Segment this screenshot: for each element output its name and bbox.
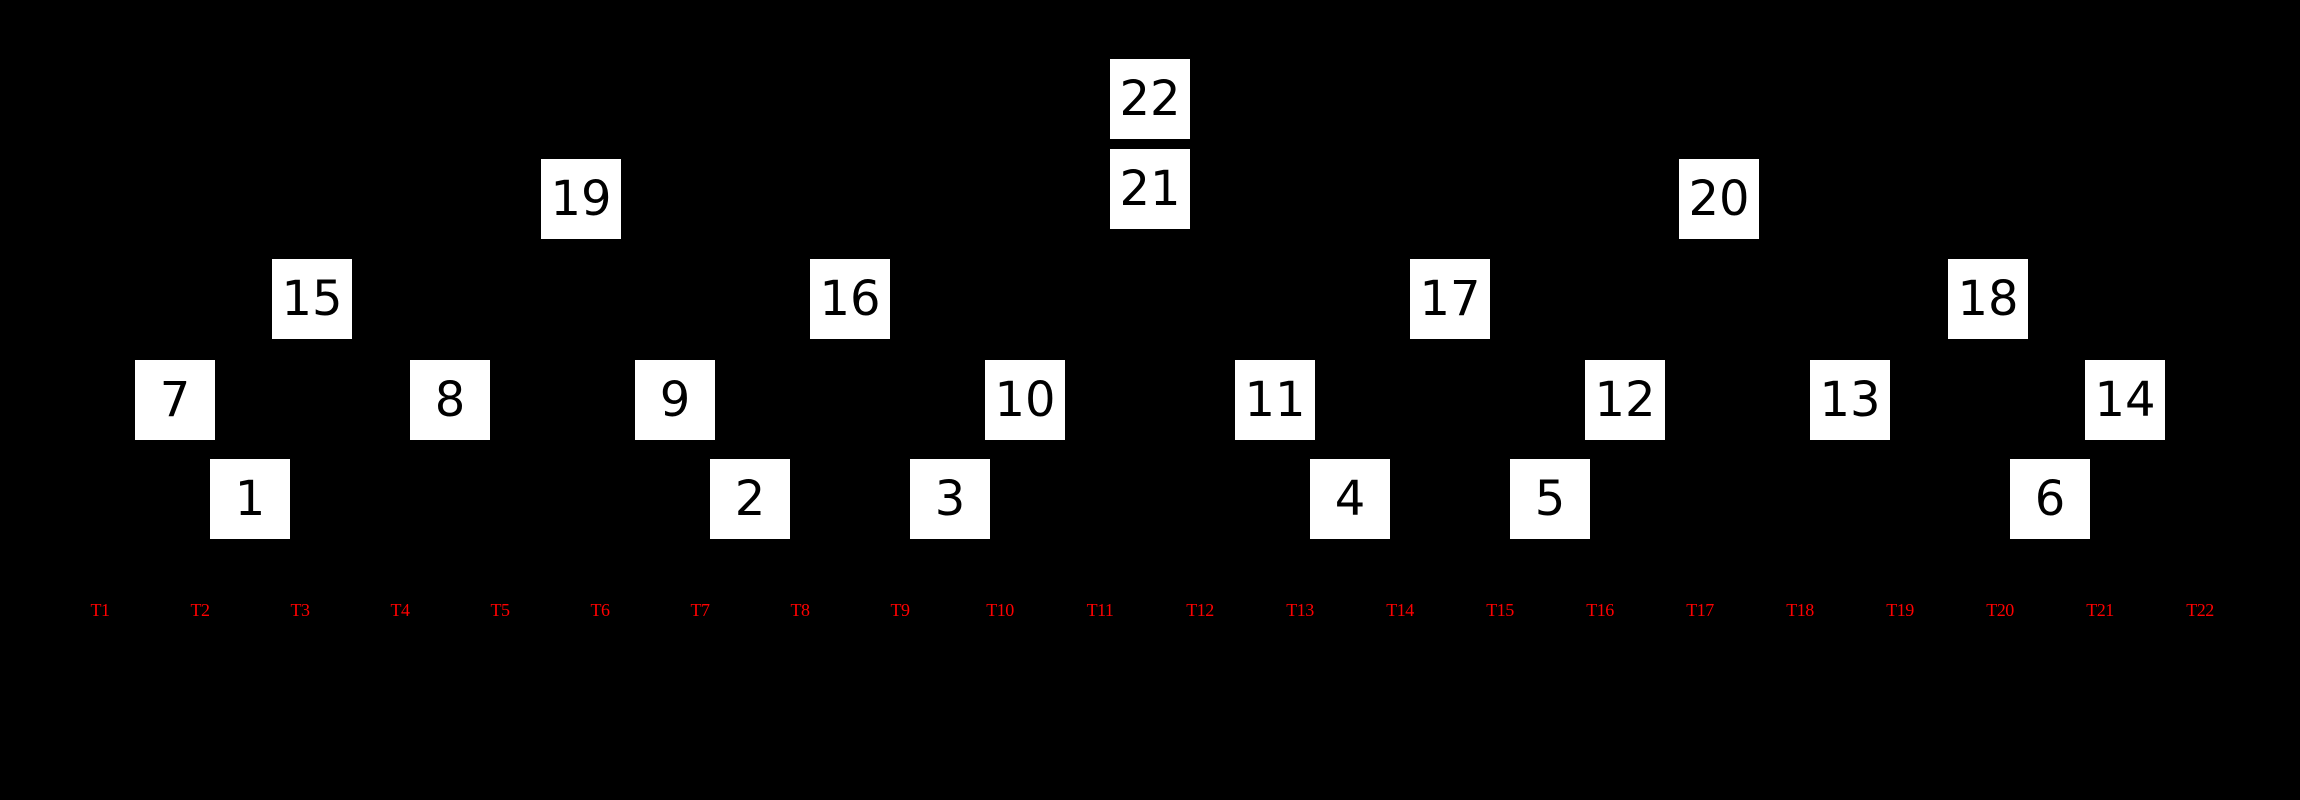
leaf-label: T14 <box>1386 600 1414 620</box>
leaf-label: T15 <box>1486 600 1514 620</box>
leaf-label: T17 <box>1686 600 1714 620</box>
tree-node-label: 7 <box>159 372 191 428</box>
tree-node-label: 16 <box>819 271 881 327</box>
tree-node-label: 15 <box>281 271 343 327</box>
tree-node-label: 14 <box>2094 372 2156 428</box>
tree-node-label: 11 <box>1244 372 1306 428</box>
tree-node-label: 4 <box>1334 471 1366 527</box>
leaf-label: T3 <box>290 600 311 620</box>
leaf-label: T11 <box>1086 600 1114 620</box>
tree-node-box: 10 <box>985 360 1065 440</box>
tree-node-box: 8 <box>410 360 490 440</box>
leaf-label: T5 <box>490 600 511 620</box>
tree-node-box: 18 <box>1948 259 2028 339</box>
tree-node-box: 2 <box>710 459 790 539</box>
tree-node-box: 6 <box>2010 459 2090 539</box>
leaf-label: T9 <box>890 600 911 620</box>
tree-node-box: 20 <box>1679 159 1759 239</box>
tree-node-label: 1 <box>234 471 266 527</box>
leaf-label: T4 <box>390 600 411 620</box>
tree-node-box: 5 <box>1510 459 1590 539</box>
tree-node-label: 22 <box>1119 71 1181 127</box>
tree-node-label: 2 <box>734 471 766 527</box>
leaf-label: T16 <box>1586 600 1614 620</box>
tree-node-label: 18 <box>1957 271 2019 327</box>
leaf-label: T19 <box>1886 600 1914 620</box>
tree-node-box: 3 <box>910 459 990 539</box>
tree-node-label: 10 <box>994 372 1056 428</box>
leaf-label: T22 <box>2186 600 2214 620</box>
leaf-label: T10 <box>986 600 1014 620</box>
tree-node-label: 3 <box>934 471 966 527</box>
leaf-label: T20 <box>1986 600 2014 620</box>
tree-node-label: 13 <box>1819 372 1881 428</box>
leaf-label: T2 <box>190 600 211 620</box>
tree-node-box: 9 <box>635 360 715 440</box>
tree-node-box: 22 <box>1110 59 1190 139</box>
tree-node-label: 20 <box>1688 171 1750 227</box>
leaf-label: T6 <box>590 600 611 620</box>
tree-node-box: 17 <box>1410 259 1490 339</box>
tree-node-label: 12 <box>1594 372 1656 428</box>
tree-node-box: 19 <box>541 159 621 239</box>
leaf-label: T21 <box>2086 600 2114 620</box>
leaf-label: T13 <box>1286 600 1314 620</box>
tree-node-box: 11 <box>1235 360 1315 440</box>
leaf-label: T1 <box>90 600 111 620</box>
tree-node-box: 7 <box>135 360 215 440</box>
leaf-label: T8 <box>790 600 811 620</box>
leaf-label: T7 <box>690 600 711 620</box>
tree-node-box: 21 <box>1110 149 1190 229</box>
tree-node-box: 4 <box>1310 459 1390 539</box>
tree-node-box: 15 <box>272 259 352 339</box>
tree-node-label: 21 <box>1119 161 1181 217</box>
tree-node-box: 16 <box>810 259 890 339</box>
tree-node-box: 14 <box>2085 360 2165 440</box>
tree-node-label: 19 <box>550 171 612 227</box>
tree-node-label: 5 <box>1534 471 1566 527</box>
tree-node-box: 12 <box>1585 360 1665 440</box>
tree-node-label: 17 <box>1419 271 1481 327</box>
leaf-label: T12 <box>1186 600 1214 620</box>
tree-node-label: 8 <box>434 372 466 428</box>
tree-node-label: 9 <box>659 372 691 428</box>
tree-node-box: 1 <box>210 459 290 539</box>
leaf-label: T18 <box>1786 600 1814 620</box>
tree-node-label: 6 <box>2034 471 2066 527</box>
tree-node-box: 13 <box>1810 360 1890 440</box>
